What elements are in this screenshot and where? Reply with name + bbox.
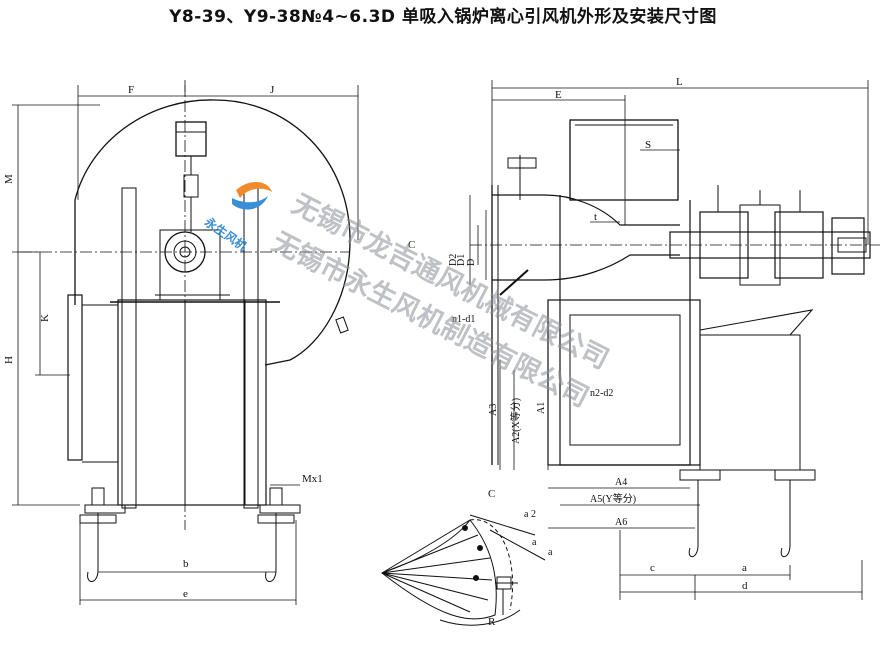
label-t: t — [594, 211, 597, 223]
label-A6: A6 — [615, 517, 627, 528]
label-C-arrow: C — [408, 239, 415, 251]
inlet-cone — [492, 194, 680, 226]
label-A3: A3 — [488, 404, 499, 416]
label-J: J — [270, 84, 275, 96]
label-M: M — [3, 174, 15, 184]
label-H: H — [3, 356, 15, 364]
label-F: F — [128, 84, 134, 96]
detail-c-view — [381, 514, 546, 626]
volute-casing — [74, 99, 351, 366]
label-a: a — [742, 562, 747, 574]
label-L: L — [676, 76, 683, 88]
label-e: e — [183, 588, 188, 600]
damper-actuator — [175, 121, 207, 157]
label-a1: a — [532, 537, 537, 548]
label-n2d2: n2-d2 — [590, 388, 613, 399]
label-b: b — [183, 558, 189, 570]
side-view-dimensions — [469, 80, 869, 600]
label-d: d — [742, 580, 748, 592]
company-logo — [232, 181, 272, 210]
label-A2: A2(X等分) — [509, 398, 522, 444]
front-view-dimensions — [12, 85, 359, 605]
outlet-flange — [67, 294, 83, 461]
anchor-bolt-left — [87, 513, 99, 582]
detail-cone — [381, 519, 497, 620]
label-C-detail: C — [488, 488, 495, 500]
label-E: E — [555, 89, 562, 101]
label-D1: D1 — [456, 254, 467, 266]
label-Mx1: Mx1 — [302, 473, 323, 485]
front-view — [20, 80, 351, 582]
anchor-bolt-4 — [780, 480, 791, 558]
label-A5: A5(Y等分) — [590, 492, 636, 505]
label-A4: A4 — [615, 477, 627, 488]
label-A1: A1 — [536, 402, 547, 414]
label-a-small: a — [548, 547, 553, 558]
drawing-title: Y8-39、Y9-38№4~6.3D 单吸入锅炉离心引风机外形及安装尺寸图 — [169, 7, 717, 27]
anchor-bolt-right — [265, 513, 277, 582]
inlet-box — [569, 119, 679, 201]
logo-text: 永生风机 — [201, 213, 250, 253]
anchor-bolt-3 — [688, 480, 699, 558]
label-K: K — [39, 314, 51, 322]
label-c: c — [650, 562, 655, 574]
labels: F J M H K b e Mx1 C L E S t D2 D1 D n1-d… — [3, 76, 748, 628]
label-S: S — [645, 139, 651, 151]
label-D: D — [466, 259, 477, 266]
label-n1d1: n1-d1 — [452, 314, 475, 325]
label-R: R — [488, 616, 496, 628]
label-D2: D2 — [448, 254, 459, 266]
label-a2: a 2 — [524, 509, 536, 520]
